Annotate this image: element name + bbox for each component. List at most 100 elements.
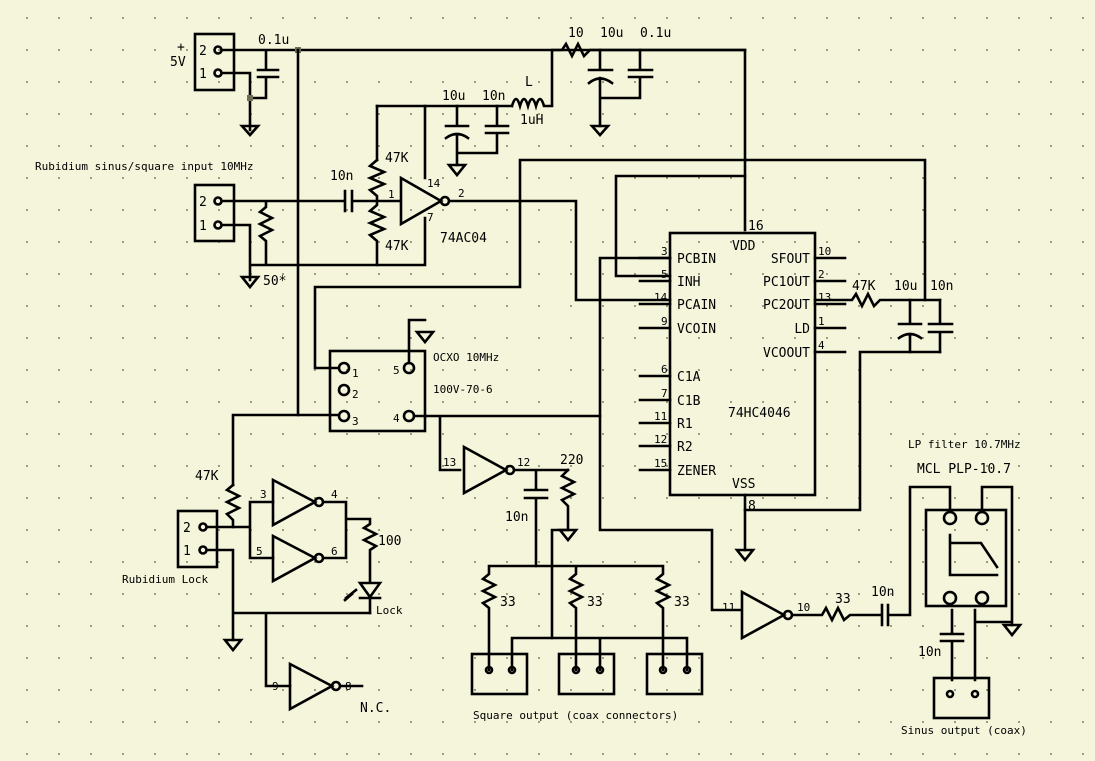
resistor-label: 47K [385, 239, 409, 254]
pin-name: C1B [677, 394, 701, 409]
pin-label: 12 [517, 456, 530, 469]
pin-name: SFOUT [771, 252, 810, 267]
pin-num: 3 [661, 245, 668, 258]
ground-icon [414, 330, 436, 345]
resistor-label: 47K [195, 469, 219, 484]
voltage-label: 5V [170, 55, 186, 70]
power-connector: 2 1 + 5V [170, 32, 236, 92]
pin-name: PC1OUT [763, 275, 810, 290]
pin-name: PCBIN [677, 252, 716, 267]
pin-num: 10 [818, 245, 831, 258]
inverter-gate [462, 444, 509, 496]
pin-name: R2 [677, 440, 693, 455]
pin-label: 4 [393, 412, 400, 425]
ocxo-part: 100V-70-6 [433, 383, 493, 396]
pin-label: 1 [183, 544, 191, 559]
resistor-label: 47K [852, 279, 876, 294]
pin-label: 5 [393, 364, 400, 377]
coax-connector [470, 652, 529, 696]
pin-label: 1 [352, 367, 359, 380]
sinus-output-label: Sinus output (coax) [901, 724, 1027, 737]
pin-label: 5 [256, 545, 263, 558]
inductor-value: 1uH [520, 113, 543, 128]
pin-num: 9 [661, 315, 668, 328]
pin-label: 4 [331, 488, 338, 501]
pin-name: R1 [677, 417, 693, 432]
pin-num: 5 [661, 268, 668, 281]
pin-label: 7 [427, 211, 434, 224]
ground-icon [589, 124, 611, 137]
pin-num: 13 [818, 291, 831, 304]
filter-title: LP filter 10.7MHz [908, 438, 1021, 451]
pin-label: 10 [797, 601, 810, 614]
nc-label: N.C. [360, 701, 391, 716]
pin-label: 13 [443, 456, 456, 469]
pin-name: ZENER [677, 464, 716, 479]
coax-connector [557, 652, 616, 696]
pin-label: 1 [388, 188, 395, 201]
cap-label: 10n [505, 510, 528, 525]
resistor-label: 33 [500, 595, 516, 610]
led-icon [343, 588, 358, 602]
ic-part: 74HC4046 [728, 406, 791, 421]
pin-num: 2 [818, 268, 825, 281]
pin-num: 11 [654, 410, 667, 423]
inverter-gate [271, 477, 335, 712]
ocxo-name: OCXO 10MHz [433, 351, 499, 364]
ground-icon [734, 548, 756, 563]
square-output-label: Square output (coax connectors) [473, 709, 678, 722]
ground-icon [222, 638, 244, 653]
pin-label: 6 [331, 545, 338, 558]
cap-label: 10u [600, 26, 623, 41]
pin-label: 2 [199, 195, 207, 210]
resistor-label: 47K [385, 151, 409, 166]
pin-label: 3 [260, 488, 267, 501]
rb-input-title: Rubidium sinus/square input 10MHz [35, 160, 254, 173]
ground-icon [1001, 623, 1023, 638]
resistor-label: 33 [587, 595, 603, 610]
cap-label: 10u [894, 279, 917, 294]
cap-label: 0.1u [258, 33, 289, 48]
cap-label: 10u [442, 89, 465, 104]
pin-label: 9 [272, 680, 279, 693]
resistor-label: 33 [674, 595, 690, 610]
pin-label: 11 [722, 601, 735, 614]
cap-label: 10n [930, 279, 953, 294]
inverter-gate [740, 589, 787, 641]
rb-input-connector: 2 1 [193, 183, 236, 243]
pin-num: 12 [654, 433, 667, 446]
pin-num: 6 [661, 363, 668, 376]
pin-name: C1A [677, 370, 701, 385]
pin-num: 15 [654, 457, 667, 470]
inductor-label: L [525, 75, 533, 90]
pin-num: 4 [818, 339, 825, 352]
rb-lock-label: Rubidium Lock [122, 573, 208, 586]
ground-icon [239, 124, 261, 137]
resistor-label: 50* [263, 274, 286, 289]
pin-num: 7 [661, 387, 668, 400]
resistor-label: 100 [378, 534, 401, 549]
pin-label: 3 [352, 415, 359, 428]
pin-label: 2 [183, 521, 191, 536]
resistor-label: 10 [568, 26, 584, 41]
led-label: Lock [376, 604, 403, 617]
pin-label: 1 [199, 219, 207, 234]
pin-label: 2 [199, 44, 207, 59]
polarity-label: + [177, 40, 185, 55]
pin-num: 16 [748, 219, 764, 234]
pin-name: VCOOUT [763, 346, 810, 361]
resistor-label: 220 [560, 453, 583, 468]
cap-label: 0.1u [640, 26, 671, 41]
ground-icon [557, 528, 579, 543]
pin-num: 1 [818, 315, 825, 328]
ground-icon [239, 275, 261, 290]
pin-name: VDD [732, 239, 756, 254]
inverter-gate [399, 175, 444, 227]
cap-label: 10n [482, 89, 505, 104]
pin-label: 2 [352, 388, 359, 401]
pin-name: INH [677, 275, 700, 290]
ground-icon [446, 163, 468, 178]
coax-connector [932, 676, 991, 720]
